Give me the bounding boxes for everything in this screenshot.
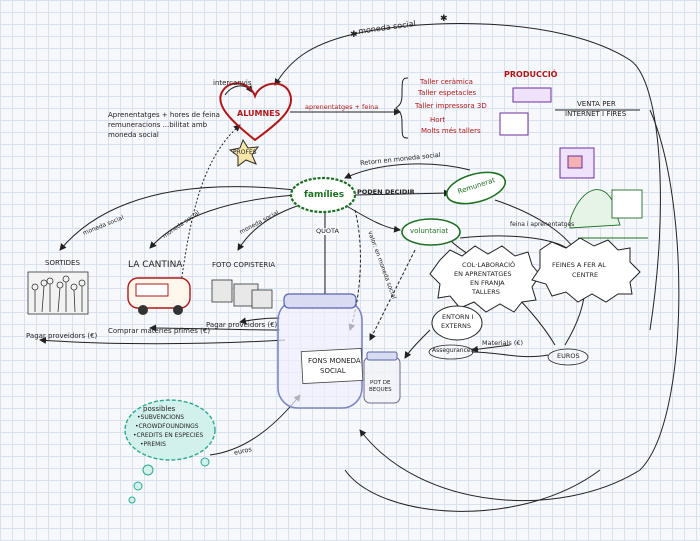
cloud-item-3: •CREDITS EN ESPECIES	[133, 432, 204, 439]
collaboracio-node[interactable]	[429, 245, 541, 313]
possibles-cloud	[124, 399, 216, 504]
arrow-jar-pagar-2	[239, 317, 281, 325]
arrow-families-cantina	[149, 194, 296, 249]
arrow-families-voluntariat	[344, 204, 401, 233]
intercanvis-label: intercanvis	[213, 79, 252, 87]
poden-decidir-label: PODEN DECIDIR	[357, 188, 415, 196]
entorn-line-2: EXTERNS	[441, 322, 472, 330]
alumnes-title: ALUMNES	[237, 109, 281, 118]
voluntariat-label[interactable]: voluntariat	[410, 227, 449, 235]
cloud-title: possibles	[143, 405, 176, 413]
profes-label: PROFES	[233, 149, 257, 156]
arrow-families-foto	[237, 204, 301, 251]
collaboracio-line-4: TALLERS	[472, 288, 500, 296]
jar-label-line-2: SOCIAL	[320, 367, 346, 375]
workers-illustration	[569, 189, 648, 239]
sortides-illustration	[27, 271, 89, 315]
families-label[interactable]: famílies	[304, 190, 345, 200]
families-node[interactable]	[289, 176, 357, 214]
produccio-illustration	[499, 87, 595, 179]
arrow-entorn-jar	[404, 329, 431, 359]
arrow-bottom-loop	[344, 469, 601, 512]
materials-label: Materials (€)	[482, 339, 524, 347]
venta-line-1: VENTA PER	[577, 100, 616, 108]
assegurances-node	[428, 344, 474, 360]
star-icon-right: ✱	[440, 14, 448, 24]
collaboracio-line-1: COL·LABORACIÓ	[462, 261, 516, 269]
left-note-line-1: Aprenentatges + hores de feina	[108, 111, 220, 119]
fotocopisteria-label: FOTO COPISTERIA	[212, 261, 276, 269]
remunerat-node[interactable]	[443, 167, 508, 210]
arrow-jar-comprar	[149, 324, 281, 332]
produccio-item-4: Hort	[430, 116, 446, 124]
photocopier-illustration	[211, 279, 273, 309]
collaboracio-line-2: EN APRENTATGES	[454, 270, 512, 278]
left-note-line-2: remuneracions ...bilitat amb	[108, 121, 208, 129]
produccio-bracket	[395, 77, 409, 139]
alumnes-heart	[219, 82, 293, 142]
arrow-euros-assegurances	[471, 351, 549, 358]
arrow-jar-pagar-1	[39, 336, 286, 345]
cantina-van-illustration	[127, 277, 191, 315]
arrow-families-sortides	[59, 186, 296, 251]
euros-node	[547, 348, 589, 366]
feina-aprenentatges-label: feina i aprenentatges	[510, 221, 575, 228]
produccio-item-5: Molts més tallers	[421, 127, 481, 135]
entorn-node[interactable]	[431, 305, 483, 341]
star-icon-left: ✱	[350, 30, 358, 40]
produccio-item-2: Taller espetacles	[418, 89, 477, 97]
pot-jar	[363, 351, 401, 404]
arrow-retorn-families	[344, 163, 471, 179]
produccio-title: PRODUCCIÓ	[504, 70, 558, 79]
produccio-item-3: Taller impressora 3D	[415, 102, 487, 110]
arrow-top-moneda-social	[274, 23, 661, 331]
venta-line-2: INTERNET I FIRES	[565, 110, 627, 118]
produccio-item-1: Taller ceràmica	[420, 78, 473, 86]
pot-label-line-1: POT DE	[370, 380, 391, 386]
voluntariat-node[interactable]	[401, 218, 461, 246]
cloud-item-2: •CROWDFOUNDINGS	[135, 423, 199, 430]
feines-node[interactable]	[531, 237, 641, 303]
arrow-cantina-alumnes	[179, 124, 241, 291]
pagar-proveidors-1: Pagar proveidors (€)	[26, 332, 98, 340]
pot-label-line-2: BEQUES	[369, 387, 392, 393]
euros-label: EUROS	[557, 352, 580, 360]
pagar-proveidors-2: Pagar proveidors (€)	[206, 321, 278, 329]
assegurances-label: Assegurances	[432, 347, 474, 354]
quota-label: QUOTA	[316, 227, 339, 236]
cloud-item-4: •PREMIS	[140, 441, 166, 448]
intercanvis-arrow	[224, 85, 253, 96]
fons-jar	[277, 293, 364, 409]
sortides-label: SORTIDES	[45, 259, 80, 267]
cantina-label: LA CANTINA	[128, 260, 183, 270]
aprenentatges-feina-label: aprenentatges + feina	[305, 103, 379, 111]
arrow-families-remunerat	[354, 189, 451, 197]
profes-star	[228, 138, 260, 167]
left-note-line-3: moneda social	[108, 131, 159, 139]
jar-label-line-1: FONS MONEDA	[308, 357, 361, 365]
feines-line-1: FEINES A FER AL	[552, 261, 606, 269]
comprar-materies-label: Comprar matèries primes (€)	[108, 327, 211, 335]
arrow-assegurances	[471, 344, 511, 353]
connector-arrows	[39, 23, 680, 512]
cloud-item-1: •SUBVENCIONS	[137, 414, 185, 421]
arrow-right-loop	[359, 109, 680, 502]
feines-line-2: CENTRE	[572, 271, 599, 279]
collaboracio-line-3: EN FRANJA	[470, 279, 505, 287]
entorn-line-1: ENTORN I	[442, 313, 474, 321]
